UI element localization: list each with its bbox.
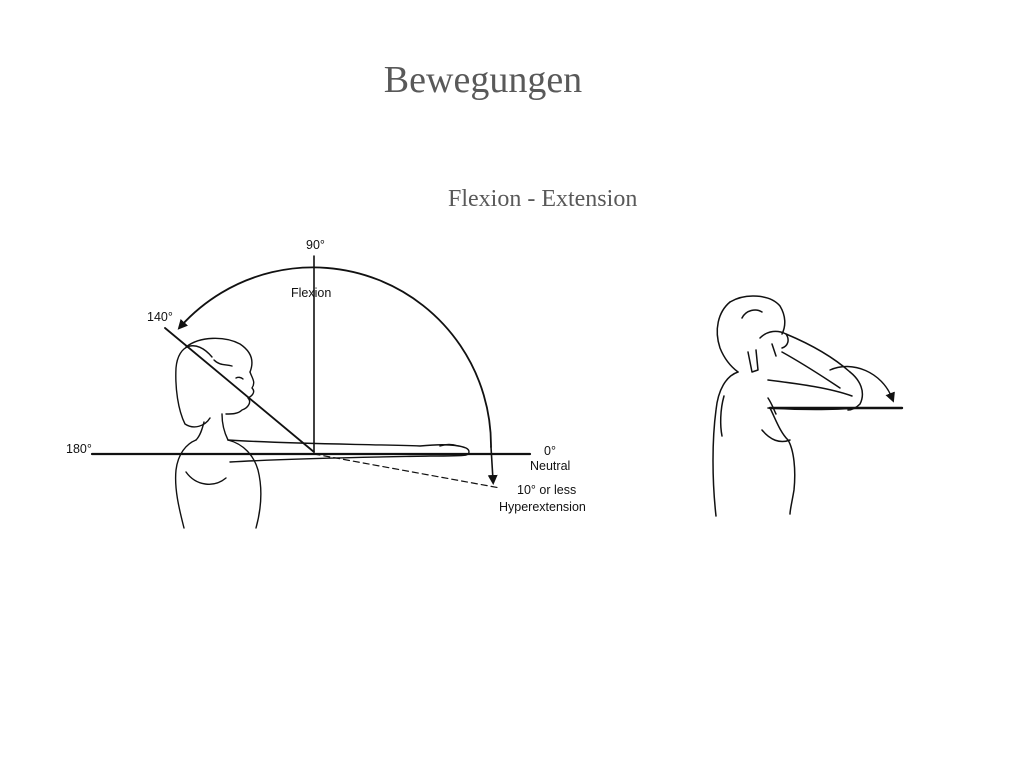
label-hyperextension: Hyperextension: [499, 500, 586, 514]
flexion-arc-arrow: [177, 266, 492, 448]
label-hyperextension-value: 10° or less: [517, 483, 576, 497]
woman-figure: [174, 337, 470, 529]
label-flexion: Flexion: [291, 286, 331, 300]
label-0-degrees: 0°: [544, 444, 556, 458]
slide-title: Bewegungen: [383, 59, 583, 101]
label-neutral: Neutral: [530, 459, 570, 473]
man-arm-flexion-figure: [712, 295, 904, 517]
hyperextension-dashed-line: [313, 453, 501, 489]
hyperextension-arrow: [487, 446, 498, 485]
label-180-degrees: 180°: [66, 442, 92, 456]
label-140-degrees: 140°: [147, 310, 173, 324]
slide-subtitle: Flexion - Extension: [448, 186, 638, 212]
line-140-degrees: [164, 327, 315, 453]
label-90-degrees: 90°: [306, 238, 325, 252]
flexion-extension-diagram: 90° Flexion 140° 180° 0° Neutral 10° or …: [66, 238, 586, 529]
angle-arc-arrow: [829, 365, 895, 403]
